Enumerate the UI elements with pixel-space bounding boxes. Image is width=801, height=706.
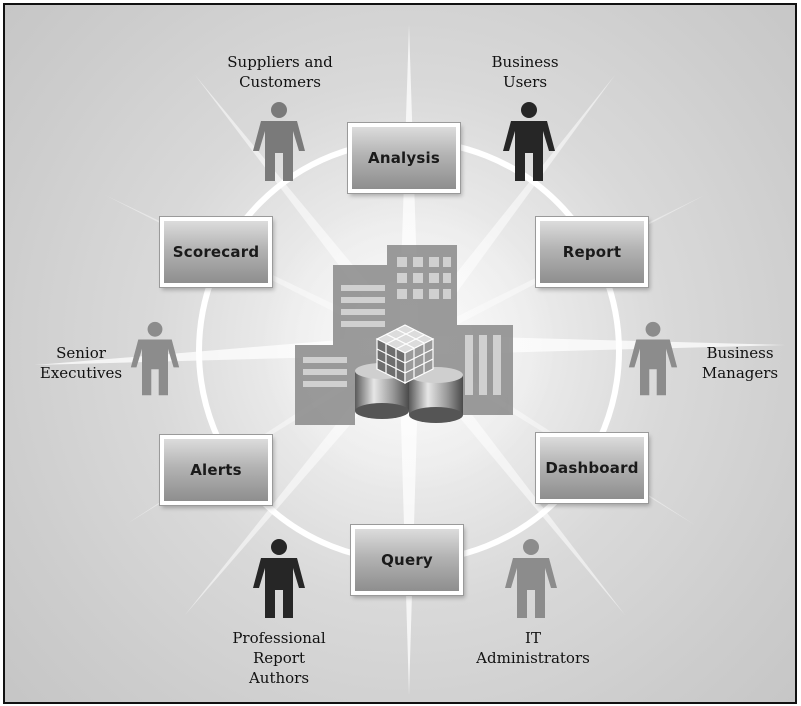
label-it-administrators: IT Administrators xyxy=(471,628,595,668)
label-line: Professional xyxy=(232,629,326,647)
person-icon xyxy=(253,539,305,618)
person-icon xyxy=(253,102,305,181)
person-icon xyxy=(628,321,678,396)
alerts-module[interactable]: Alerts xyxy=(160,435,272,505)
label-line: Suppliers and xyxy=(227,53,333,71)
label-line: Business xyxy=(706,344,774,362)
scorecard-module[interactable]: Scorecard xyxy=(160,217,272,287)
label-line: Authors xyxy=(248,669,310,687)
diagram-frame: Analysis Report Dashboard Query Alerts S… xyxy=(3,3,797,704)
building-windows xyxy=(303,257,501,395)
report-module[interactable]: Report xyxy=(536,217,648,287)
query-module[interactable]: Query xyxy=(351,525,463,595)
label-line: IT xyxy=(525,629,541,647)
cube-icon xyxy=(375,324,435,384)
person-icon xyxy=(130,321,180,396)
label-business-managers: Business Managers xyxy=(690,343,790,383)
dashboard-module[interactable]: Dashboard xyxy=(536,433,648,503)
label-line: Managers xyxy=(701,364,779,382)
label-line: Senior xyxy=(56,344,106,362)
analysis-module[interactable]: Analysis xyxy=(348,123,460,193)
label-business-users: Business Users xyxy=(475,52,575,92)
label-senior-executives: Senior Executives xyxy=(31,343,131,383)
label-line: Administrators xyxy=(476,649,590,667)
database-icon xyxy=(409,367,463,423)
label-line: Users xyxy=(502,73,548,91)
label-line: Executives xyxy=(39,364,123,382)
label-line: Customers xyxy=(239,73,321,91)
label-line: Business xyxy=(491,53,559,71)
label-line: Report xyxy=(252,649,305,667)
person-icon xyxy=(503,102,555,181)
label-suppliers-customers: Suppliers and Customers xyxy=(215,52,345,92)
label-professional-report-authors: Professional Report Authors xyxy=(217,628,341,688)
person-icon xyxy=(505,539,557,618)
